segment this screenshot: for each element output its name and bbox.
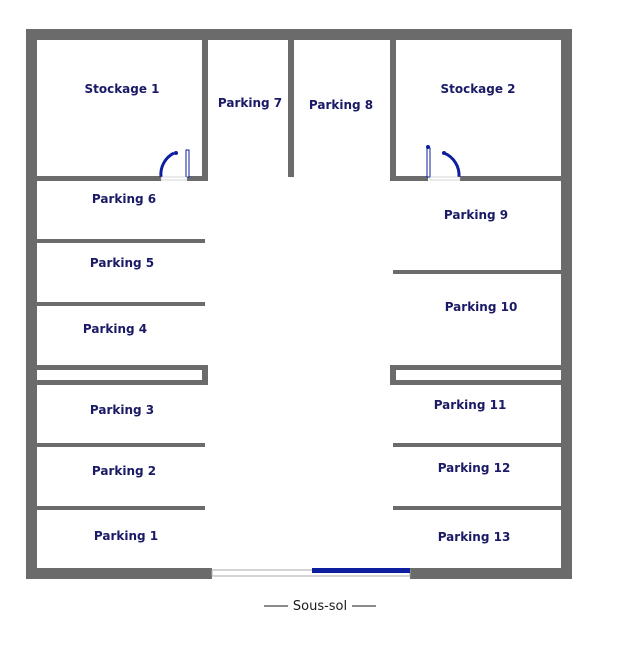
entrance — [211, 568, 411, 577]
wall-stockage2-bottom-b — [460, 176, 561, 181]
label-parking-12: Parking 12 — [438, 461, 511, 475]
door-stockage2-leaf — [426, 147, 431, 178]
interior-walls — [37, 40, 561, 510]
door-stockage1-knob — [174, 151, 178, 155]
wall-parking7-8 — [288, 40, 294, 177]
wall-p3-p2 — [37, 443, 205, 447]
label-stockage-2: Stockage 2 — [440, 82, 515, 96]
label-parking-6: Parking 6 — [92, 192, 156, 206]
wall-p5-p4 — [37, 302, 205, 306]
wall-p2-p1 — [37, 506, 205, 510]
wall-p12-p13 — [393, 506, 561, 510]
label-parking-8: Parking 8 — [309, 98, 373, 112]
wall-p9-p10 — [393, 270, 561, 274]
label-parking-11: Parking 11 — [434, 398, 507, 412]
partition-right-gap — [396, 370, 561, 380]
caption: Sous-sol — [264, 599, 376, 614]
label-parking-5: Parking 5 — [90, 256, 154, 270]
door-stockage1-leaf — [185, 149, 190, 178]
wall-p6-p5 — [37, 239, 205, 243]
door-stockage1 — [159, 149, 190, 181]
wall-stockage2-bottom-a — [390, 176, 428, 181]
door-stockage2-swing — [443, 151, 461, 178]
wall-bottom-left — [26, 568, 212, 579]
label-parking-10: Parking 10 — [445, 300, 518, 314]
door-stockage1-swing — [159, 151, 175, 178]
partition-left-gap — [37, 370, 202, 380]
label-parking-1: Parking 1 — [94, 529, 158, 543]
wall-top — [26, 29, 572, 40]
caption-text: Sous-sol — [293, 599, 347, 614]
label-parking-9: Parking 9 — [444, 208, 508, 222]
wall-p11-p12 — [393, 443, 561, 447]
label-parking-13: Parking 13 — [438, 530, 511, 544]
wall-stockage1-right — [202, 40, 208, 181]
double-partitions — [37, 365, 561, 385]
wall-stockage1-bottom-a — [37, 176, 161, 181]
label-stockage-1: Stockage 1 — [84, 82, 159, 96]
outer-walls — [26, 29, 572, 579]
wall-right — [561, 29, 572, 579]
wall-left — [26, 29, 37, 579]
label-parking-3: Parking 3 — [90, 403, 154, 417]
door-stockage2-knob — [426, 145, 430, 149]
wall-stockage2-left — [390, 40, 396, 181]
door-stockage2-opening — [429, 176, 461, 181]
label-parking-7: Parking 7 — [218, 96, 282, 110]
entrance-gate — [312, 568, 410, 573]
door-stockage1-opening — [160, 176, 188, 181]
door-stockage2 — [426, 145, 461, 181]
label-parking-4: Parking 4 — [83, 322, 147, 336]
wall-bottom-right — [410, 568, 572, 579]
door-stockage2-dot — [442, 151, 446, 155]
room-labels: Stockage 1 Stockage 2 Parking 7 Parking … — [83, 82, 517, 544]
wall-stockage1-bottom-b — [187, 176, 208, 181]
label-parking-2: Parking 2 — [92, 464, 156, 478]
